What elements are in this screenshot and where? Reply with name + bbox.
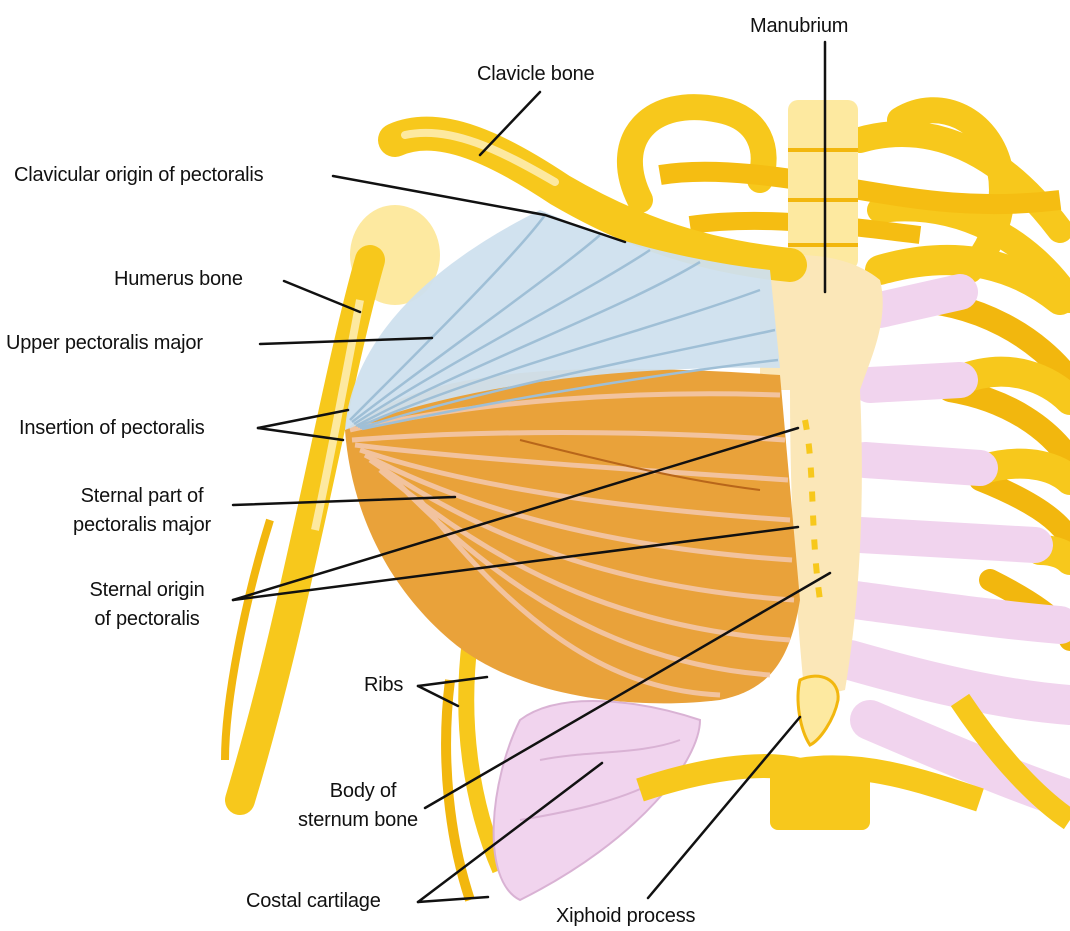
leader-costal-b	[418, 897, 488, 902]
label-insertion: Insertion of pectoralis	[19, 416, 205, 440]
rib-upper-left	[630, 107, 764, 200]
label-sternal-part-line2: pectoralis major	[52, 513, 232, 537]
cartilage-r2	[870, 380, 960, 385]
lower-vertebra	[770, 760, 870, 830]
label-sternal-part-line1: Sternal part of	[52, 484, 232, 508]
label-xiphoid: Xiphoid process	[556, 904, 695, 928]
cartilage-r5	[855, 600, 1060, 625]
label-manubrium: Manubrium	[750, 14, 848, 38]
label-body-sternum-line1: Body of	[300, 779, 426, 803]
cartilage-r6	[850, 660, 1070, 705]
label-sternal-origin-line1: Sternal origin	[62, 578, 232, 602]
cartilage-r4	[860, 535, 1035, 545]
label-clavicle: Clavicle bone	[477, 62, 594, 86]
label-clavicular-origin: Clavicular origin of pectoralis	[14, 163, 263, 187]
label-upper-pectoralis: Upper pectoralis major	[6, 331, 203, 355]
label-sternal-origin-line2: of pectoralis	[62, 607, 232, 631]
xiphoid-bone	[798, 676, 838, 745]
cartilage-r1	[880, 292, 960, 310]
cartilage-r3	[865, 460, 980, 468]
label-ribs: Ribs	[364, 673, 403, 697]
costal-cartilage-left	[494, 701, 700, 900]
label-body-sternum-line2: sternum bone	[290, 808, 426, 832]
label-humerus: Humerus bone	[114, 267, 243, 291]
label-costal-cartilage: Costal cartilage	[246, 889, 381, 913]
